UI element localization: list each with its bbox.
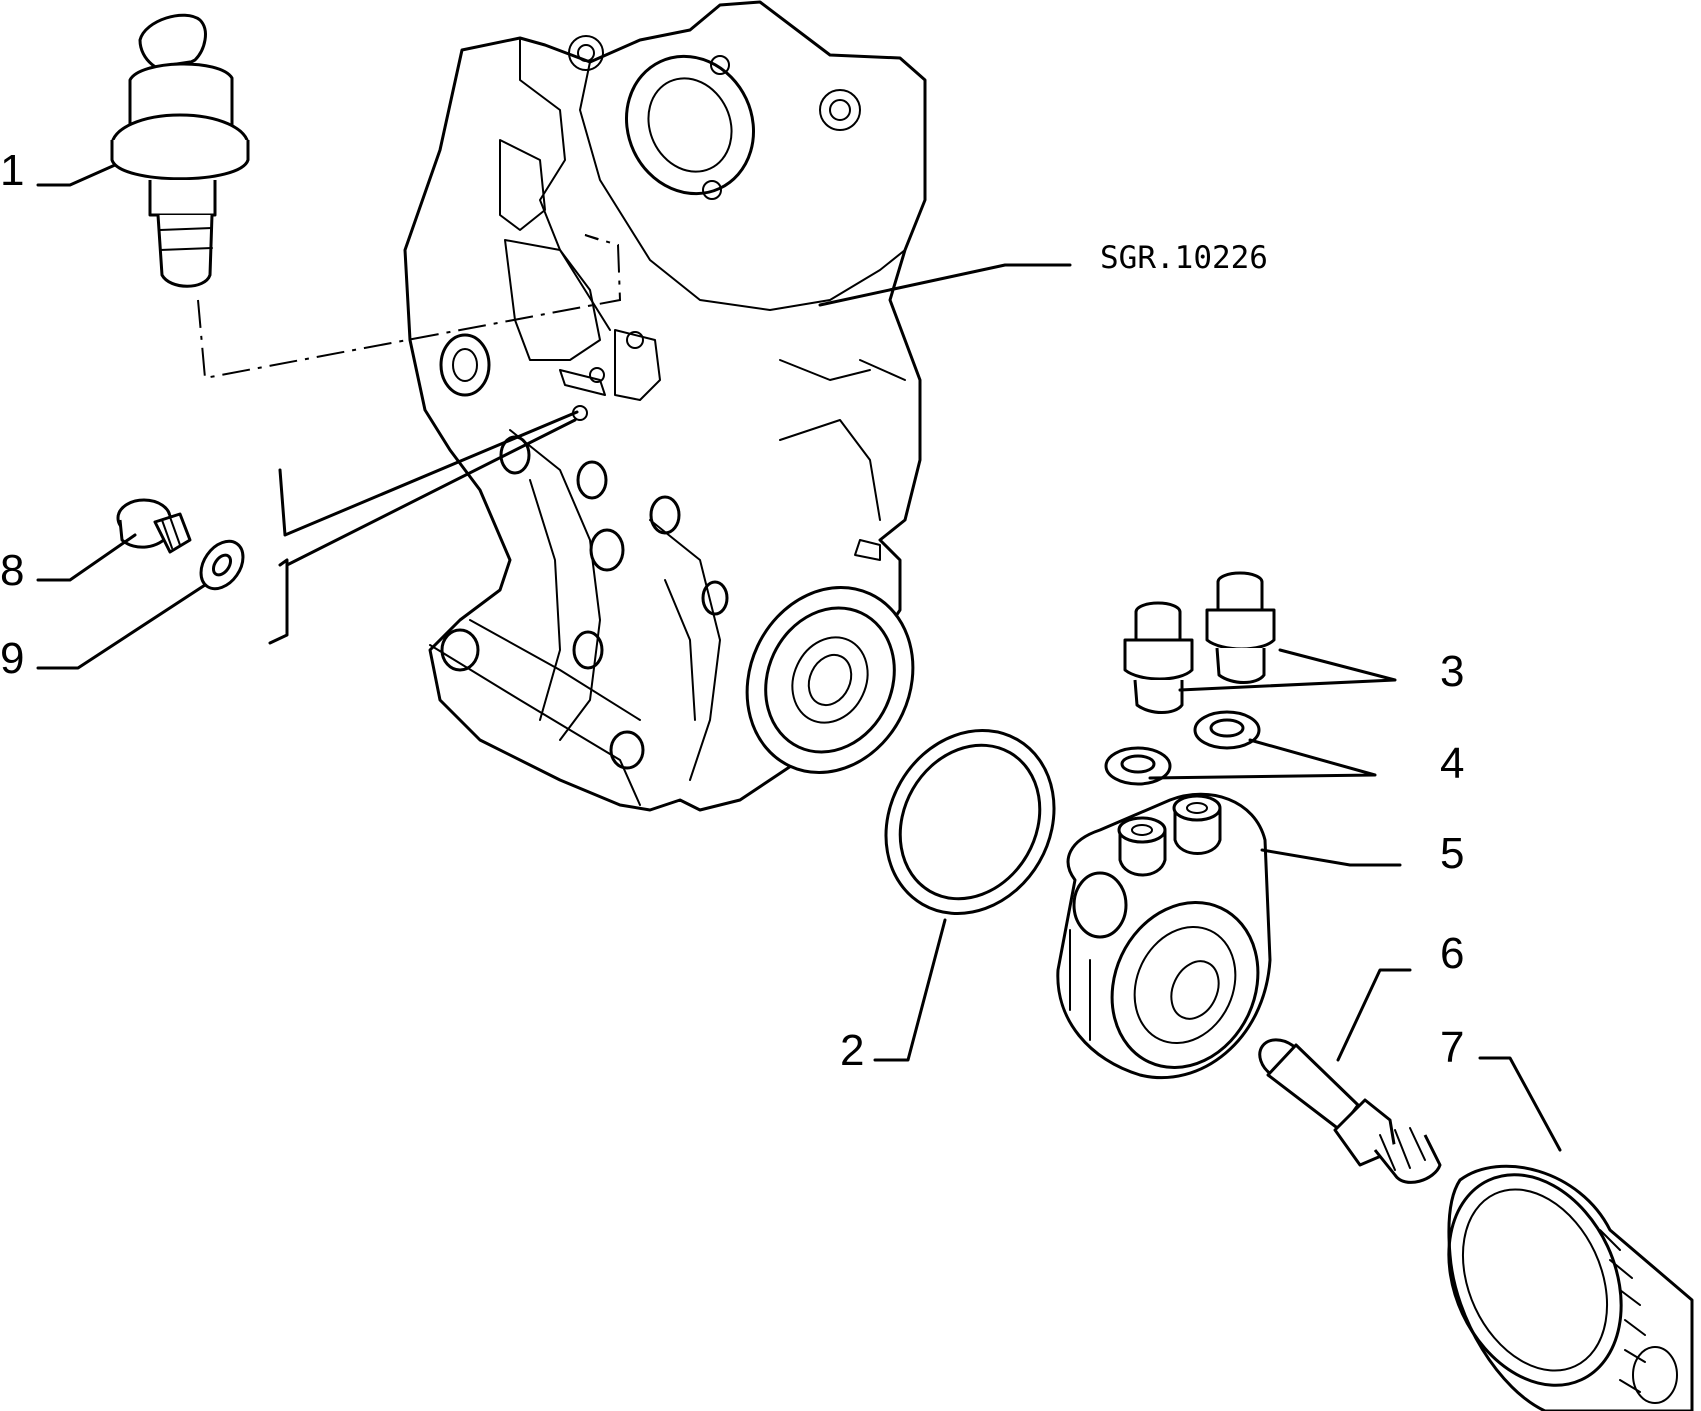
callout-4: 4 bbox=[1440, 739, 1464, 788]
part-2-o-ring-seal bbox=[884, 729, 1056, 915]
part-4-sealing-washers bbox=[1104, 710, 1261, 786]
part-9-plug-washer bbox=[199, 539, 245, 591]
callout-6: 6 bbox=[1440, 929, 1464, 978]
part-1-oil-pressure-sender bbox=[110, 13, 250, 288]
callout-7: 7 bbox=[1440, 1023, 1464, 1072]
part-3-union-fittings bbox=[1123, 571, 1276, 714]
reference-code: SGR.10226 bbox=[1100, 240, 1268, 276]
part-6-threaded-union bbox=[1258, 1038, 1442, 1184]
callout-3: 3 bbox=[1440, 647, 1464, 696]
callout-5: 5 bbox=[1440, 829, 1464, 878]
callout-9: 9 bbox=[0, 634, 24, 683]
callout-8: 8 bbox=[0, 546, 24, 595]
leader-lines bbox=[36, 163, 1562, 1152]
callout-1: 1 bbox=[0, 146, 24, 195]
part-5-oil-filter-adapter bbox=[1056, 792, 1272, 1080]
part-8-plug-screw bbox=[116, 498, 192, 554]
part-7-oil-filter-cartridge bbox=[1447, 1164, 1694, 1411]
callout-2: 2 bbox=[840, 1026, 864, 1075]
engine-front-cover-housing bbox=[403, 0, 927, 812]
